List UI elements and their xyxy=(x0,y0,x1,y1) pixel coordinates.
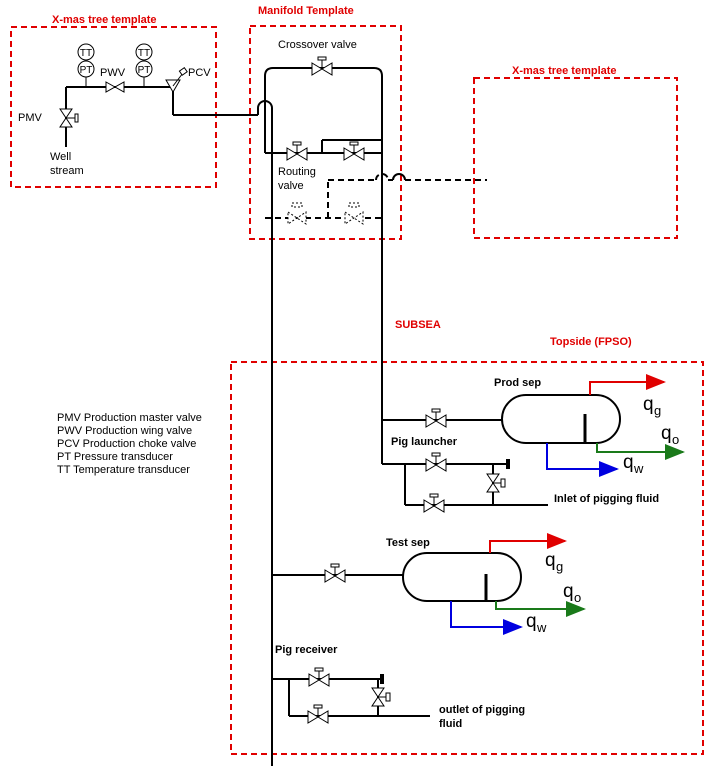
well-stream-label-2: stream xyxy=(50,165,84,177)
legend-item: PCV Production choke valve xyxy=(57,438,197,450)
pcv-label: PCV xyxy=(188,67,211,79)
svg-text:o: o xyxy=(574,590,581,605)
svg-text:o: o xyxy=(672,432,679,447)
prod-qw-label: q w xyxy=(623,452,644,476)
crossover-valve[interactable] xyxy=(311,56,333,76)
pig-launcher-valve[interactable] xyxy=(425,452,447,472)
topside-title: Topside (FPSO) xyxy=(550,336,632,348)
well-stream-label-1: Well xyxy=(50,151,71,163)
legend-item: PWV Production wing valve xyxy=(57,425,193,437)
pmv-valve[interactable] xyxy=(59,108,79,128)
prod-sep-label: Prod sep xyxy=(494,377,541,389)
outlet-pigging-label-1: outlet of pigging xyxy=(439,704,525,716)
manifold-title: Manifold Template xyxy=(258,5,354,17)
pig-launcher-vertical-valve[interactable] xyxy=(486,473,506,493)
test-sep-inlet-valve[interactable] xyxy=(324,563,346,583)
pig-receiver-valve[interactable] xyxy=(308,667,330,687)
abbreviation-legend: PMV Production master valve PWV Producti… xyxy=(57,412,202,477)
pig-launcher-label: Pig launcher xyxy=(391,436,458,448)
legend-item: PT Pressure transducer xyxy=(57,451,173,463)
pmv-label: PMV xyxy=(18,112,43,124)
prod-qg-label: q g xyxy=(643,394,661,418)
pig-receiver-vertical-valve[interactable] xyxy=(371,687,391,707)
svg-text:w: w xyxy=(536,620,547,635)
manifold-box xyxy=(249,25,402,240)
topside-box xyxy=(230,361,704,755)
future-valve-2 xyxy=(344,202,364,225)
inlet-pigging-label: Inlet of pigging fluid xyxy=(554,493,659,505)
test-qo-label: q o xyxy=(563,581,581,605)
svg-text:g: g xyxy=(654,403,661,418)
instrument-tt-2: TT xyxy=(135,43,153,61)
svg-text:PT: PT xyxy=(80,65,93,76)
crossover-valve-label: Crossover valve xyxy=(278,39,357,51)
prod-gas-outlet xyxy=(589,374,666,395)
routing-valve-label-2: valve xyxy=(278,180,304,192)
legend-item: PMV Production master valve xyxy=(57,412,202,424)
future-valve-1 xyxy=(287,202,307,225)
routing-valve-1[interactable] xyxy=(286,141,308,161)
pcv-valve[interactable] xyxy=(165,66,188,93)
prod-water-outlet xyxy=(546,443,619,477)
routing-valve-2[interactable] xyxy=(343,141,365,161)
svg-text:q: q xyxy=(623,452,634,473)
prod-oil-outlet xyxy=(596,443,685,460)
routing-valve-label-1: Routing xyxy=(278,166,316,178)
subsea-label: SUBSEA xyxy=(395,319,441,331)
instrument-pt-2: PT xyxy=(135,60,153,78)
pwv-valve[interactable] xyxy=(105,81,125,93)
xmas-tree-right-box xyxy=(473,77,678,239)
xmas-tree-left-box xyxy=(10,26,217,188)
outlet-pigging-label-2: fluid xyxy=(439,718,462,730)
pig-receiver-cap xyxy=(380,674,384,684)
xmas-tree-right-title: X-mas tree template xyxy=(512,65,617,77)
test-sep-label: Test sep xyxy=(386,537,430,549)
test-gas-outlet xyxy=(489,533,567,553)
prod-qo-label: q o xyxy=(661,423,679,447)
svg-text:PT: PT xyxy=(138,65,151,76)
instrument-pt-1: PT xyxy=(77,60,95,78)
xmas-tree-left-title: X-mas tree template xyxy=(52,14,157,26)
svg-text:q: q xyxy=(661,423,672,444)
manifold-piping xyxy=(264,67,383,420)
instrument-tt-1: TT xyxy=(77,43,95,61)
test-water-outlet xyxy=(450,601,523,635)
test-separator xyxy=(402,552,522,602)
svg-text:g: g xyxy=(556,559,563,574)
prod-separator xyxy=(501,394,621,444)
svg-text:q: q xyxy=(526,611,537,632)
pig-launcher-cap xyxy=(506,459,510,469)
svg-text:q: q xyxy=(563,581,574,602)
pig-receiver-label: Pig receiver xyxy=(275,644,338,656)
template-boxes xyxy=(10,25,704,755)
test-qg-label: q g xyxy=(545,550,563,574)
pigging-outlet-valve[interactable] xyxy=(307,704,329,724)
svg-text:q: q xyxy=(545,550,556,571)
legend-item: TT Temperature transducer xyxy=(57,464,190,476)
svg-text:TT: TT xyxy=(80,48,92,59)
svg-text:TT: TT xyxy=(138,48,150,59)
test-oil-outlet xyxy=(495,601,586,617)
svg-text:w: w xyxy=(633,461,644,476)
future-header xyxy=(265,173,487,219)
svg-text:q: q xyxy=(643,394,654,415)
pwv-label: PWV xyxy=(100,67,126,79)
prod-sep-inlet-valve[interactable] xyxy=(425,408,447,428)
test-qw-label: q w xyxy=(526,611,547,635)
pigging-inlet-valve[interactable] xyxy=(423,493,445,513)
